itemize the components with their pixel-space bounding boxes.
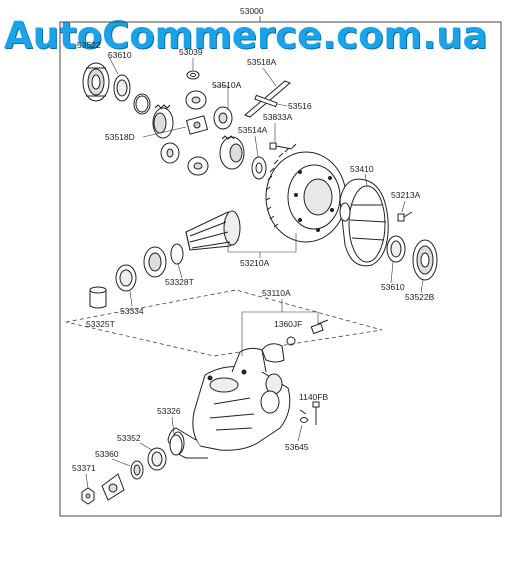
oil-seal-53352 bbox=[147, 447, 167, 471]
diagram-frame bbox=[59, 21, 502, 517]
label-53516: 53516 bbox=[288, 101, 312, 111]
label-53522B: 53522B bbox=[405, 292, 435, 302]
lock-pin-53516 bbox=[254, 94, 278, 108]
seal-53326 bbox=[169, 434, 183, 456]
pinion-gear-top bbox=[185, 90, 207, 110]
side-gear-right bbox=[219, 135, 245, 170]
pinion-gear-right bbox=[213, 106, 233, 130]
thrust-washer-53514A bbox=[251, 156, 267, 180]
companion-flange bbox=[101, 473, 125, 501]
ring-gear bbox=[265, 143, 347, 243]
bearing-cap bbox=[261, 343, 285, 363]
bearing-53522-top bbox=[82, 62, 110, 102]
race-53610-top bbox=[113, 74, 131, 102]
bearing-53522B bbox=[412, 239, 438, 281]
race-53610-right bbox=[386, 235, 406, 263]
label-53514A: 53514A bbox=[238, 125, 268, 135]
carrier-housing-53110A bbox=[167, 347, 291, 459]
race-53334 bbox=[115, 264, 137, 292]
bolt-53213A bbox=[397, 211, 413, 222]
label-1360JF: 1360JF bbox=[274, 319, 302, 329]
label-53360: 53360 bbox=[95, 449, 119, 459]
differential-case-53410 bbox=[339, 178, 389, 267]
label-53328T: 53328T bbox=[165, 277, 194, 287]
snap-ring bbox=[133, 93, 151, 115]
bolt-1140FB bbox=[299, 401, 320, 425]
cross-shaft-block bbox=[185, 115, 209, 135]
bearing-inner-pinion bbox=[143, 246, 167, 278]
pinion-gear-lower bbox=[160, 142, 180, 164]
label-53110A: 53110A bbox=[262, 288, 291, 298]
washer-1360JF bbox=[286, 336, 296, 346]
label-53610-right: 53610 bbox=[381, 282, 405, 292]
dashed-boundary bbox=[65, 289, 383, 357]
flange-53360 bbox=[130, 460, 144, 480]
label-53210A: 53210A bbox=[240, 258, 270, 268]
bolt-cap bbox=[310, 319, 329, 335]
label-53645: 53645 bbox=[285, 442, 309, 452]
label-53325T: 53325T bbox=[86, 319, 115, 329]
label-53352: 53352 bbox=[117, 433, 141, 443]
clip-53645 bbox=[299, 417, 309, 423]
label-53000: 53000 bbox=[240, 6, 264, 16]
side-gear-left bbox=[152, 104, 174, 139]
label-53518D: 53518D bbox=[105, 132, 135, 142]
bolt-53833A bbox=[269, 142, 293, 150]
label-53410: 53410 bbox=[350, 164, 374, 174]
washer-53039 bbox=[186, 70, 200, 80]
label-53610-top: 53610 bbox=[108, 50, 132, 60]
label-53510A: 53510A bbox=[212, 80, 242, 90]
label-53326: 53326 bbox=[157, 406, 181, 416]
nut-53371 bbox=[81, 487, 95, 505]
pinion-gear-bottom bbox=[187, 156, 209, 176]
label-53522-top: 53522 bbox=[77, 40, 101, 50]
drive-pinion bbox=[185, 210, 241, 251]
label-53039: 53039 bbox=[179, 47, 203, 57]
watermark-logo: AutoCommerce.com.ua bbox=[4, 14, 488, 57]
label-53833A: 53833A bbox=[263, 112, 293, 122]
shim-53328T bbox=[170, 243, 184, 265]
label-1140FB: 1140FB bbox=[299, 392, 328, 402]
label-53334: 53334 bbox=[120, 306, 144, 316]
spacer-53325T bbox=[89, 286, 107, 309]
label-53213A: 53213A bbox=[391, 190, 421, 200]
label-53371: 53371 bbox=[72, 463, 96, 473]
label-53518A: 53518A bbox=[247, 57, 277, 67]
